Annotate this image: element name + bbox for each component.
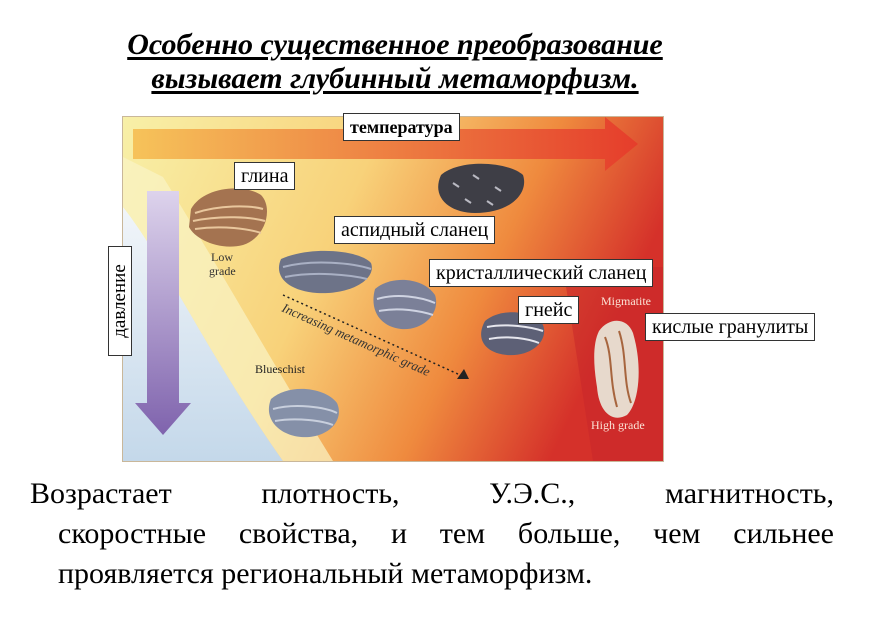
low-grade-text-1: Low xyxy=(211,250,233,264)
temperature-label: температура xyxy=(343,113,460,141)
rock-slate xyxy=(278,250,372,294)
title-line-2: вызывает глубинный метаморфизм. xyxy=(151,62,639,95)
blueschist-text: Blueschist xyxy=(255,362,306,376)
pressure-arrow xyxy=(135,191,191,435)
pressure-label: давление xyxy=(109,264,130,338)
caption-line-2: скоростные свойства, и тем больше, чем с… xyxy=(58,517,834,550)
high-grade-text: High grade xyxy=(591,418,645,432)
metamorphism-figure: Low grade Increasing metamorphic grade B… xyxy=(122,116,664,462)
schist-label: кристаллический сланец xyxy=(429,259,654,287)
caption-line-1: Возрастает плотность, У.Э.С., магнитност… xyxy=(30,477,834,510)
rock-granulite xyxy=(438,163,525,213)
caption-paragraph: Возрастает плотность, У.Э.С., магнитност… xyxy=(30,474,834,594)
pressure-label-box: давление xyxy=(108,246,132,356)
grade-arrowhead xyxy=(457,369,469,379)
title-line-1: Особенно существенное преобразование xyxy=(127,28,663,61)
caption-line-3: проявляется региональный метаморфизм. xyxy=(58,557,593,590)
slate-label: аспидный сланец xyxy=(334,216,496,244)
clay-label: глина xyxy=(234,162,296,190)
rock-schist xyxy=(373,279,437,330)
gneiss-label: гнейс xyxy=(518,296,580,324)
temperature-arrow xyxy=(133,117,638,171)
grade-dashed-line xyxy=(282,294,470,380)
figure-illustration: Low grade Increasing metamorphic grade B… xyxy=(123,117,663,461)
granulite-label: кислые гранулиты xyxy=(645,313,816,341)
low-grade-text-2: grade xyxy=(209,264,236,278)
rock-migmatite xyxy=(594,320,639,418)
page-title: Особенно существенное преобразование выз… xyxy=(0,28,870,96)
rock-clay xyxy=(189,188,267,247)
rock-blueschist xyxy=(268,388,339,438)
migmatite-text: Migmatite xyxy=(601,294,651,308)
